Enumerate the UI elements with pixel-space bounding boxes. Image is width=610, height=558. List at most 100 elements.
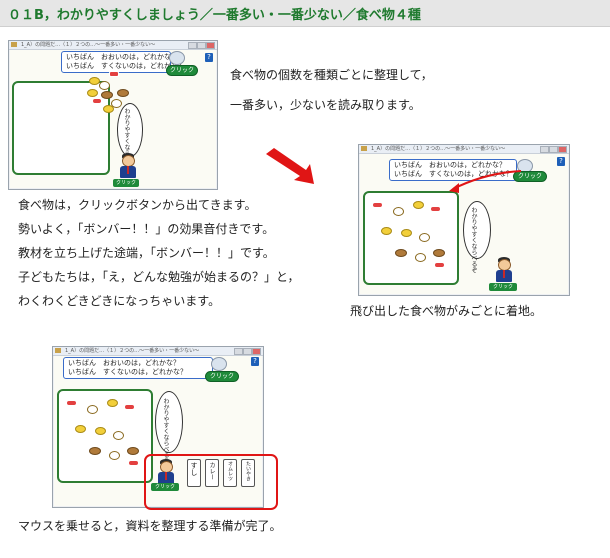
question-line-1: いちばん おおいのは，どれかな？ bbox=[68, 359, 180, 367]
taiyaki-icon bbox=[117, 89, 129, 97]
omelet-icon bbox=[75, 425, 86, 433]
teacher-icon bbox=[155, 459, 177, 489]
caption-landing: 飛び出した食べ物がみごとに着地。 bbox=[350, 304, 543, 318]
speech-bubble: わかりやすくならべるぞ bbox=[155, 391, 183, 464]
app-icon bbox=[55, 348, 61, 353]
curry-icon bbox=[113, 431, 124, 440]
close-button[interactable] bbox=[252, 348, 261, 355]
click-button[interactable]: クリック bbox=[205, 371, 239, 382]
minimize-button[interactable] bbox=[188, 42, 197, 49]
highlight-frame bbox=[144, 454, 278, 510]
taiyaki-icon bbox=[433, 249, 445, 257]
question-box: いちばん おおいのは，どれかな？ いちばん すくないのは，どれかな？ bbox=[389, 159, 517, 181]
minimize-button[interactable] bbox=[540, 146, 549, 153]
bomb-icon bbox=[211, 357, 227, 371]
omelet-icon bbox=[381, 227, 392, 235]
question-line-1: いちばん おおいのは，どれかな？ bbox=[66, 53, 178, 61]
maximize-button[interactable] bbox=[549, 146, 558, 153]
taiyaki-icon bbox=[89, 447, 101, 455]
curry-icon bbox=[109, 451, 120, 460]
category-button-taiyaki[interactable]: たいやき bbox=[241, 459, 255, 487]
speech-bubble-text: わかりやすくならべるぞ bbox=[162, 398, 169, 464]
sorting-board bbox=[363, 191, 459, 285]
maximize-button[interactable] bbox=[243, 348, 252, 355]
screenshot-2: 1_A）の問題だ…（１）２つの…〜一番多い・一番少ない〜 いちばん おおいのは，… bbox=[358, 144, 570, 296]
sushi-icon bbox=[129, 461, 138, 465]
omelet-icon bbox=[87, 89, 98, 97]
taiyaki-icon bbox=[127, 447, 139, 455]
curry-icon bbox=[419, 233, 430, 242]
window-title: 1_A）の問題だ…（１）２つの…〜一番多い・一番少ない〜 bbox=[21, 42, 156, 48]
speech-bubble: わかりやすくならべるぞ bbox=[463, 201, 491, 273]
sushi-icon bbox=[435, 263, 444, 267]
category-label: オムレツ bbox=[227, 461, 233, 481]
red-arrow-icon bbox=[266, 148, 314, 184]
trajectory-arrow-icon bbox=[449, 170, 522, 193]
question-box: いちばん おおいのは，どれかな？ いちばん すくないのは，どれかな？ bbox=[61, 51, 185, 73]
description-line-1: 食べ物は，クリックボタンから出てきます。 bbox=[18, 198, 257, 212]
window-titlebar: 1_A）の問題だ…（１）２つの…〜一番多い・一番少ない〜 bbox=[53, 347, 263, 356]
intro-line-1: 食べ物の個数を種類ごとに整理して， bbox=[230, 68, 433, 82]
click-button[interactable]: クリック bbox=[166, 65, 198, 76]
page-header: ０１B，わかりやすくしましょう／一番多い・一番少ない／食べ物４種 bbox=[0, 0, 610, 27]
help-icon[interactable]: ? bbox=[251, 357, 259, 366]
description-line-4: 子どもたちは，「え，どんな勉強が始まるの？」と， bbox=[18, 270, 300, 284]
question-line-2: いちばん すくないのは，どれかな？ bbox=[394, 170, 513, 178]
app-icon bbox=[361, 146, 367, 151]
speech-bubble-text: わかりやすくならべるぞ bbox=[123, 108, 130, 174]
curry-icon bbox=[393, 207, 404, 216]
sushi-icon bbox=[431, 207, 440, 211]
omelet-icon bbox=[107, 399, 118, 407]
category-label: すし bbox=[190, 462, 198, 476]
sushi-icon bbox=[93, 99, 101, 103]
curry-icon bbox=[99, 81, 110, 90]
omelet-icon bbox=[103, 105, 114, 113]
teacher-icon bbox=[493, 257, 515, 287]
maximize-button[interactable] bbox=[197, 42, 206, 49]
taiyaki-icon bbox=[101, 91, 113, 99]
sushi-icon bbox=[373, 203, 382, 207]
curry-icon bbox=[87, 405, 98, 414]
teacher-button[interactable]: クリック bbox=[113, 179, 139, 187]
sushi-icon bbox=[109, 71, 119, 77]
teacher-icon bbox=[117, 153, 139, 183]
question-box: いちばん おおいのは，どれかな？ いちばん すくないのは，どれかな？ bbox=[63, 357, 213, 379]
question-line-2: いちばん すくないのは，どれかな？ bbox=[66, 62, 185, 70]
description-text: 食べ物は，クリックボタンから出てきます。 勢いよく，「ボンバー！！」の効果音付き… bbox=[18, 193, 300, 313]
minimize-button[interactable] bbox=[234, 348, 243, 355]
teacher-button[interactable]: クリック bbox=[489, 283, 517, 291]
category-label: カレー bbox=[208, 462, 215, 480]
screenshot-3: 1_A）の問題だ…（１）２つの…〜一番多い・一番少ない〜 いちばん おおいのは，… bbox=[52, 346, 264, 508]
sushi-icon bbox=[67, 401, 76, 405]
close-button[interactable] bbox=[558, 146, 567, 153]
page-title: ０１B，わかりやすくしましょう／一番多い・一番少ない／食べ物４種 bbox=[8, 8, 421, 23]
taiyaki-icon bbox=[395, 249, 407, 257]
help-icon[interactable]: ? bbox=[205, 53, 213, 62]
window-title: 1_A）の問題だ…（１）２つの…〜一番多い・一番少ない〜 bbox=[371, 146, 506, 152]
app-icon bbox=[11, 42, 17, 47]
speech-bubble-text: わかりやすくならべるぞ bbox=[470, 207, 477, 273]
category-button-curry[interactable]: カレー bbox=[205, 459, 219, 487]
close-button[interactable] bbox=[206, 42, 215, 49]
description-line-2: 勢いよく，「ボンバー！！」の効果音付きです。 bbox=[18, 222, 275, 236]
bomb-icon bbox=[169, 51, 185, 65]
omelet-icon bbox=[95, 427, 106, 435]
intro-text: 食べ物の個数を種類ごとに整理して， 一番多い，少ないを読み取ります。 bbox=[230, 64, 433, 116]
help-icon[interactable]: ? bbox=[557, 157, 565, 166]
description-line-5: わくわくどきどきになっちゃいます。 bbox=[18, 294, 221, 308]
caption-ready: マウスを乗せると，資料を整理する準備が完了。 bbox=[18, 519, 282, 533]
category-button-sushi[interactable]: すし bbox=[187, 459, 201, 487]
teacher-button[interactable]: クリック bbox=[151, 483, 179, 491]
omelet-icon bbox=[89, 77, 100, 85]
omelet-icon bbox=[401, 229, 412, 237]
category-label: たいやき bbox=[245, 461, 251, 481]
omelet-icon bbox=[413, 201, 424, 209]
screenshot-1: 1_A）の問題だ…（１）２つの…〜一番多い・一番少ない〜 いちばん おおいのは，… bbox=[8, 40, 218, 190]
question-line-2: いちばん すくないのは，どれかな？ bbox=[68, 368, 187, 376]
description-line-3: 教材を立ち上げた途端，「ボンバー！！」です。 bbox=[18, 246, 275, 260]
click-button[interactable]: クリック bbox=[513, 171, 547, 182]
category-button-omelet[interactable]: オムレツ bbox=[223, 459, 237, 487]
speech-bubble: わかりやすくならべるぞ bbox=[117, 103, 143, 174]
question-line-1: いちばん おおいのは，どれかな？ bbox=[394, 161, 506, 169]
window-titlebar: 1_A）の問題だ…（１）２つの…〜一番多い・一番少ない〜 bbox=[9, 41, 217, 50]
